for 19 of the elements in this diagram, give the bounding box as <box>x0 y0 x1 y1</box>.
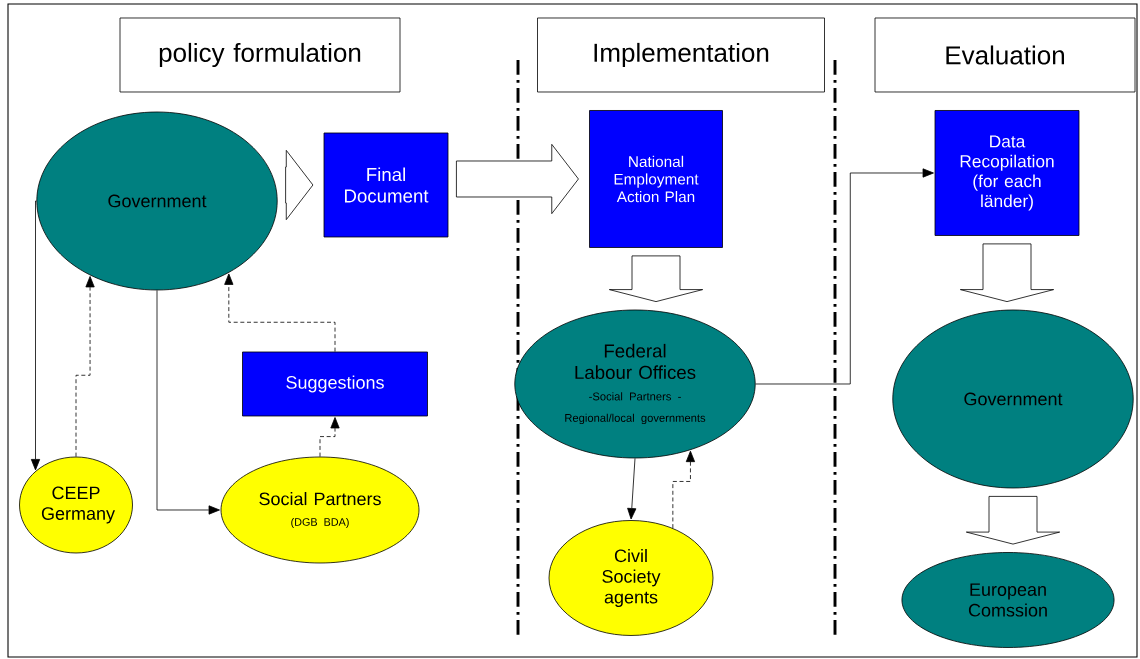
arrow <box>627 458 637 520</box>
arrow <box>755 168 934 385</box>
arrow <box>156 290 220 515</box>
phase-heading-box: Implementation <box>537 17 825 93</box>
arrow <box>319 417 340 457</box>
phase-heading-box: policy formulation <box>119 17 401 93</box>
process-box: Final Document <box>323 132 449 238</box>
block-arrow <box>959 243 1055 302</box>
arrow <box>224 273 336 352</box>
process-box: Data Recopilation (for each länder) <box>934 110 1080 236</box>
phase-heading-box: Evaluation <box>874 17 1136 93</box>
block-arrow <box>456 143 579 215</box>
arrow <box>30 200 41 471</box>
process-box: Suggestions <box>242 351 428 417</box>
arrow <box>75 276 95 457</box>
process-box: National Employment Action Plan <box>589 110 723 248</box>
block-arrow <box>285 149 314 221</box>
arrow <box>672 450 696 529</box>
block-arrow <box>608 255 704 302</box>
